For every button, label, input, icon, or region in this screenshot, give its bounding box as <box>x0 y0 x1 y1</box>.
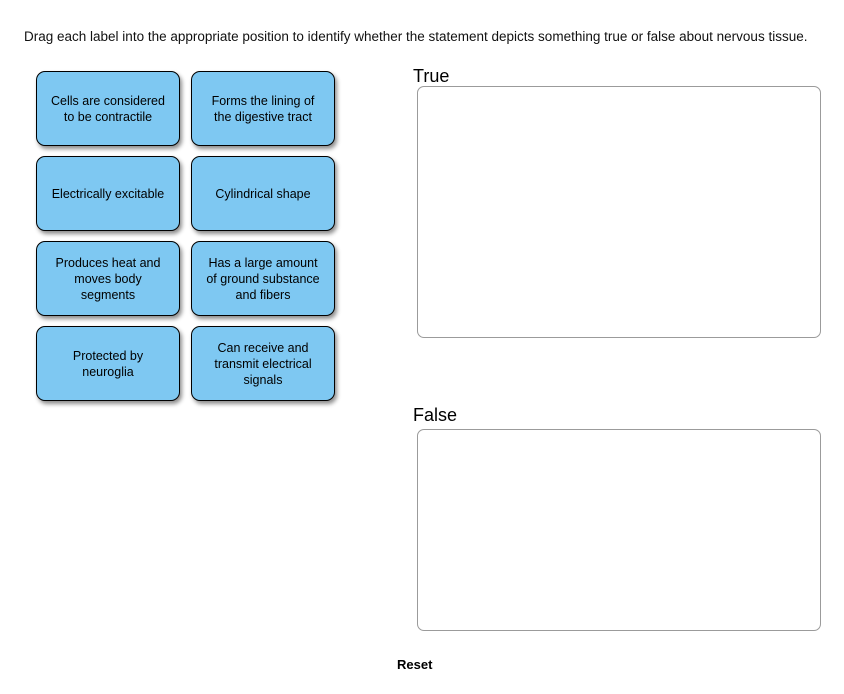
drag-label-lining-digestive-tract[interactable]: Forms the lining of the digestive tract <box>191 71 335 146</box>
false-drop-zone[interactable] <box>417 429 821 631</box>
drag-label-receive-transmit-signals[interactable]: Can receive and transmit electrical sign… <box>191 326 335 401</box>
drag-label-produces-heat[interactable]: Produces heat and moves body segments <box>36 241 180 316</box>
reset-button[interactable]: Reset <box>397 657 433 672</box>
false-zone-heading: False <box>413 405 458 425</box>
drag-label-cells-contractile[interactable]: Cells are considered to be contractile <box>36 71 180 146</box>
drag-label-electrically-excitable[interactable]: Electrically excitable <box>36 156 180 231</box>
drag-label-protected-by-neuroglia[interactable]: Protected by neuroglia <box>36 326 180 401</box>
drag-label-ground-substance-fibers[interactable]: Has a large amount of ground substance a… <box>191 241 335 316</box>
label-bank: Cells are considered to be contractile F… <box>36 71 336 401</box>
instruction-text: Drag each label into the appropriate pos… <box>24 29 808 44</box>
true-zone-heading: True <box>413 66 450 86</box>
drag-label-cylindrical-shape[interactable]: Cylindrical shape <box>191 156 335 231</box>
true-drop-zone[interactable] <box>417 86 821 338</box>
